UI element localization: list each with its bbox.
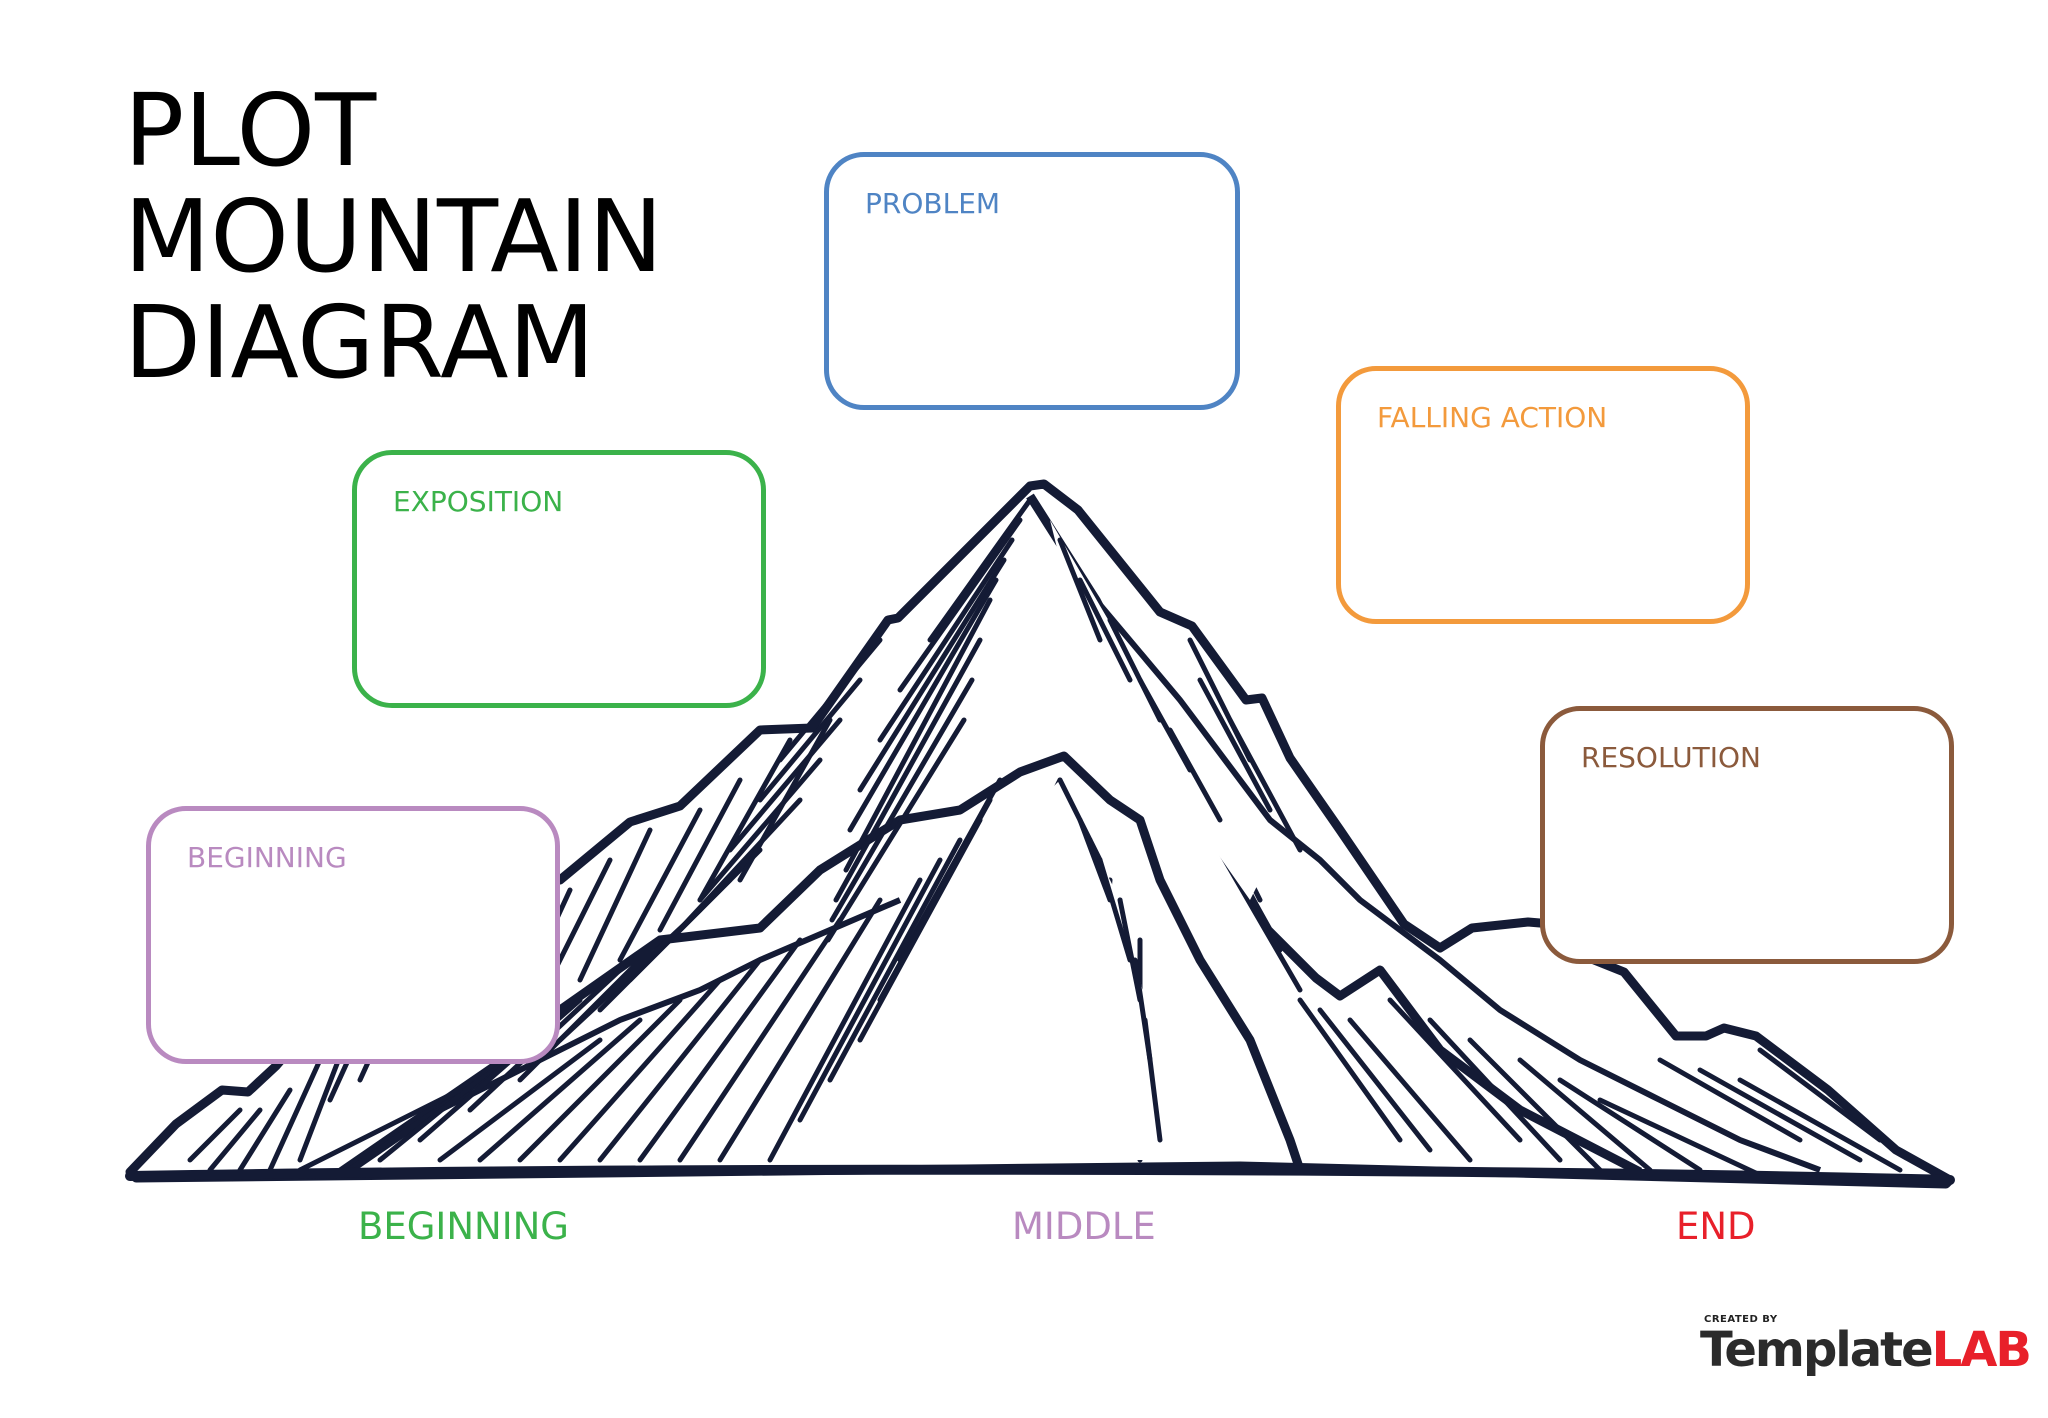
logo-brand: TemplateLAB <box>1700 1322 2030 1378</box>
logo-brand-main: Template <box>1700 1322 1932 1378</box>
falling-action-box[interactable]: FALLING ACTION <box>1336 366 1750 624</box>
exposition-box[interactable]: EXPOSITION <box>352 450 766 708</box>
stage-end: END <box>1676 1205 1756 1248</box>
problem-box[interactable]: PROBLEM <box>824 152 1240 410</box>
problem-label: PROBLEM <box>865 187 1000 220</box>
exposition-label: EXPOSITION <box>393 485 563 518</box>
resolution-label: RESOLUTION <box>1581 741 1761 774</box>
resolution-box[interactable]: RESOLUTION <box>1540 706 1954 964</box>
logo-brand-accent: LAB <box>1932 1322 2030 1378</box>
beginning-label: BEGINNING <box>187 841 347 874</box>
beginning-box[interactable]: BEGINNING <box>146 806 560 1064</box>
stage-middle: MIDDLE <box>1012 1205 1156 1248</box>
stage-beginning: BEGINNING <box>358 1205 569 1248</box>
falling-action-label: FALLING ACTION <box>1377 401 1607 434</box>
